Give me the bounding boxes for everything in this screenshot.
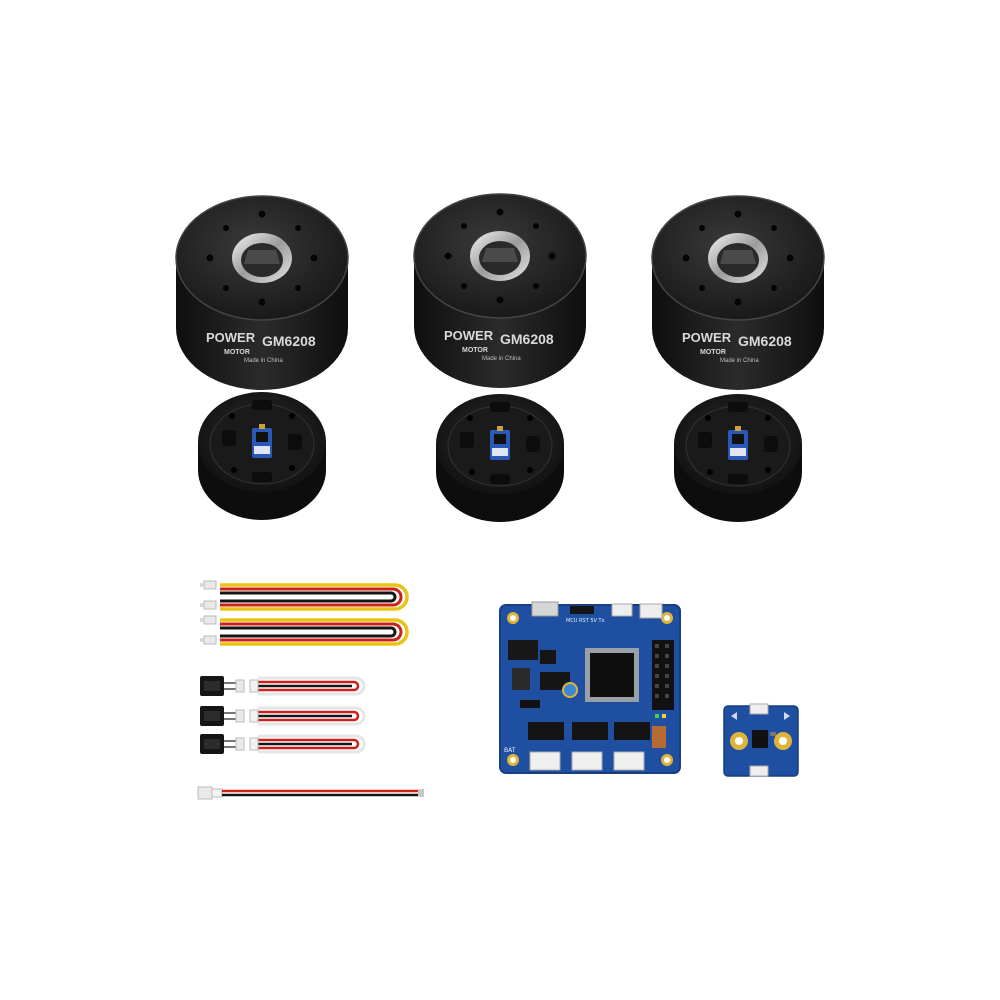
controller-board: MCU RST 5V Tx BAT bbox=[499, 601, 681, 774]
motor-brand-sub: MOTOR bbox=[224, 349, 250, 356]
motor-3: POWER MOTOR GM6208 Made in China bbox=[651, 195, 825, 391]
power-cable bbox=[197, 786, 424, 800]
long-cable-2 bbox=[198, 614, 409, 646]
servo-cable-3 bbox=[198, 732, 366, 756]
motor-brand-sub: MOTOR bbox=[700, 349, 726, 356]
servo-cable-1 bbox=[198, 674, 366, 698]
motor-model: GM6208 bbox=[262, 333, 316, 349]
board-silk-text: MCU RST 5V Tx bbox=[566, 618, 605, 624]
motor-brand: POWER bbox=[206, 330, 256, 345]
motor-note: Made in China bbox=[482, 356, 521, 362]
servo-cable-2 bbox=[198, 704, 366, 728]
motor-2: POWER MOTOR GM6208 Made in China bbox=[413, 193, 587, 389]
motor-base-encoder-3 bbox=[673, 393, 803, 523]
motor-note: Made in China bbox=[720, 358, 759, 364]
long-cable-1 bbox=[198, 579, 409, 611]
motor-model: GM6208 bbox=[738, 333, 792, 349]
motor-brand: POWER bbox=[444, 328, 494, 343]
motor-brand: POWER bbox=[682, 330, 732, 345]
bat-port-label: BAT bbox=[504, 747, 516, 754]
motor-1: POWER MOTOR GM6208 Made in China bbox=[175, 195, 349, 391]
motor-base-encoder-2 bbox=[435, 393, 565, 523]
motor-model: GM6208 bbox=[500, 331, 554, 347]
imu-sensor-board bbox=[723, 703, 799, 777]
motor-base-encoder-1 bbox=[197, 391, 327, 521]
motor-brand-sub: MOTOR bbox=[462, 347, 488, 354]
motor-note: Made in China bbox=[244, 358, 283, 364]
